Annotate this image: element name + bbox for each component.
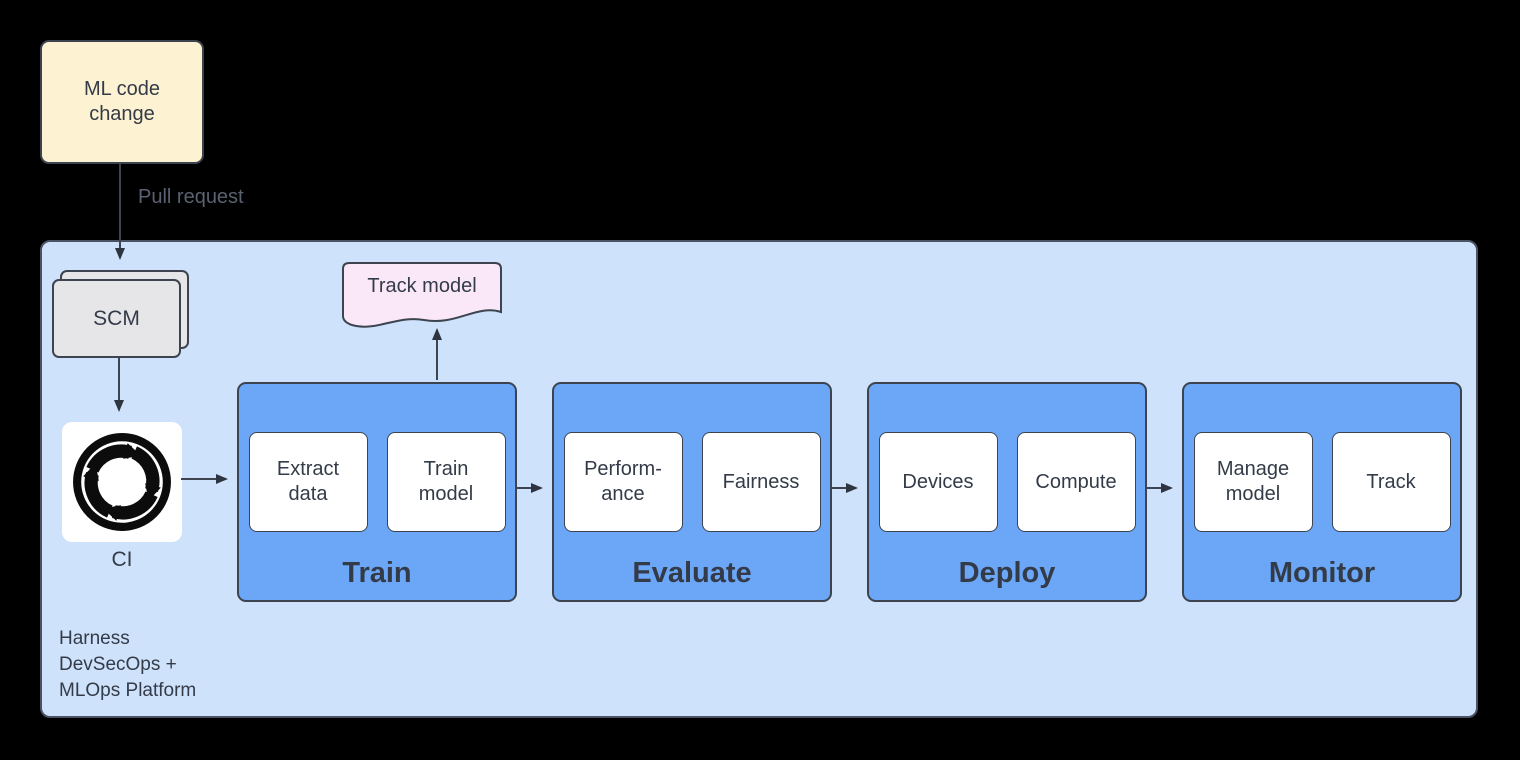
document-shape xyxy=(342,262,502,328)
stage-title-train: Train xyxy=(342,557,412,589)
step-label: Train model xyxy=(418,458,474,505)
pull-request-label: Pull request xyxy=(138,186,244,208)
step-train-model: Train model xyxy=(386,432,506,532)
ci-cycle-icon xyxy=(73,433,171,531)
step-fairness: Fairness xyxy=(701,432,821,532)
step-compute: Compute xyxy=(1016,432,1136,532)
stage-monitor: Manage model Track Monitor xyxy=(1182,382,1462,602)
stage-deploy: Devices Compute Deploy xyxy=(867,382,1147,602)
step-label: Extract data xyxy=(276,458,340,505)
track-model-document: Track model xyxy=(342,262,502,334)
stage-train: Extract data Train model Train xyxy=(237,382,517,602)
platform-label: Harness DevSecOps + MLOps Platform xyxy=(59,628,197,702)
stage-title-deploy: Deploy xyxy=(958,557,1056,589)
track-model-label: Track model xyxy=(367,275,477,297)
step-label: Devices xyxy=(902,470,974,493)
step-label: Compute xyxy=(1035,470,1117,493)
platform-container: SCM CI xyxy=(40,240,1478,718)
ci-tile xyxy=(62,422,182,542)
scm-label: SCM xyxy=(93,306,140,330)
stage-title-evaluate: Evaluate xyxy=(632,557,752,589)
step-label: Perform- ance xyxy=(584,458,662,505)
stage-title-monitor: Monitor xyxy=(1268,557,1376,589)
step-label: Fairness xyxy=(722,470,800,493)
step-track: Track xyxy=(1331,432,1451,532)
step-label: Manage model xyxy=(1216,458,1290,505)
step-performance: Perform- ance xyxy=(563,432,683,532)
scm-box: SCM xyxy=(52,279,181,358)
step-devices: Devices xyxy=(878,432,998,532)
stage-evaluate: Perform- ance Fairness Evaluate xyxy=(552,382,832,602)
step-label: Track xyxy=(1366,470,1416,493)
ml-code-change-box: ML code change xyxy=(40,40,204,164)
ml-code-change-label: ML code change xyxy=(84,78,160,125)
step-manage-model: Manage model xyxy=(1193,432,1313,532)
step-extract-data: Extract data xyxy=(248,432,368,532)
ci-label: CI xyxy=(111,548,133,571)
